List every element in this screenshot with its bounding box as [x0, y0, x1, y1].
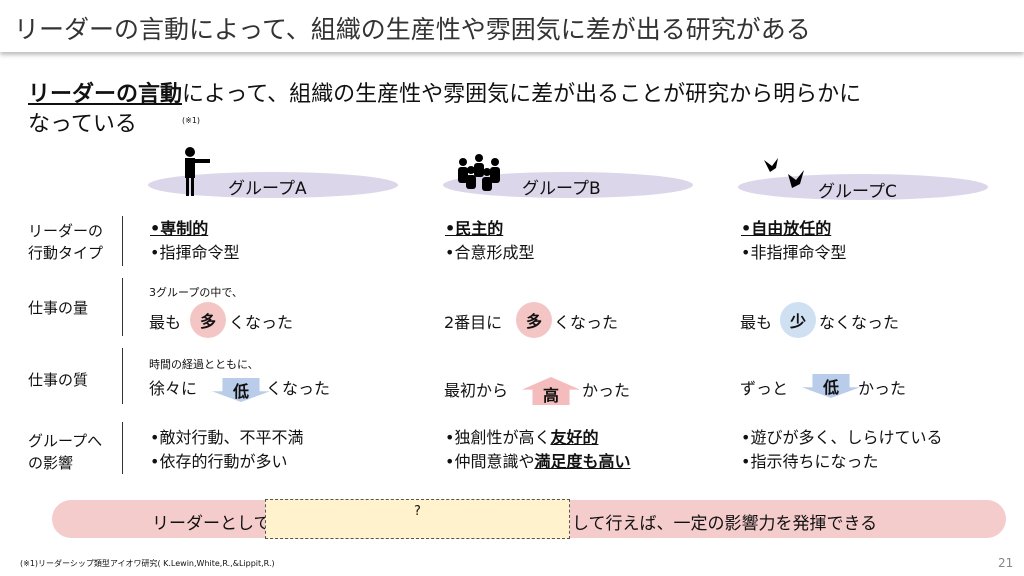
- amount-c-mark: 少: [780, 302, 816, 338]
- row-label-type: リーダーの行動タイプ: [28, 222, 104, 262]
- down-arrow-low: 低: [802, 374, 860, 398]
- quality-note: 時間の経過とともに、: [149, 358, 259, 371]
- quality-b-post: かった: [582, 381, 631, 400]
- row-label-amount: 仕事の量: [28, 299, 89, 317]
- pointing-person-icon: [185, 147, 210, 196]
- quality-a-pre: 徐々に: [149, 379, 198, 398]
- amount-c-pre: 最も: [740, 313, 773, 332]
- conclusion-pre: リーダーとして: [152, 514, 271, 534]
- group-c-label: グループC: [818, 182, 897, 202]
- lead-text: リーダーの言動によって、組織の生産性や雰囲気に差が出ることが研究から明らかになっ…: [28, 80, 861, 140]
- effect-a: •敵対行動、不平不満•依存的行動が多い: [150, 428, 304, 471]
- answer-blank-box[interactable]: ?: [265, 499, 570, 539]
- lead-emphasis: リーダーの言動: [28, 82, 183, 107]
- slide-title: リーダーの言動によって、組織の生産性や雰囲気に差が出る研究がある: [14, 15, 811, 44]
- lead-rest-2: なっている: [28, 112, 137, 137]
- row-label-quality: 仕事の質: [28, 371, 89, 389]
- birds-icon: [764, 158, 804, 188]
- lead-note: (※1): [182, 116, 201, 125]
- lead-rest: によって、組織の生産性や雰囲気に差が出ることが研究から明らかに: [182, 82, 862, 107]
- up-arrow-high: 高: [522, 377, 580, 405]
- quality-c-pre: ずっと: [740, 379, 789, 398]
- divider: [122, 422, 123, 474]
- down-arrow-low: 低: [212, 378, 270, 402]
- quality-c-post: かった: [858, 379, 907, 398]
- effect-b: •独創性が高く友好的•仲間意識や満足度も高い: [445, 428, 631, 471]
- group-a-label: グループA: [228, 179, 307, 199]
- group-b-label: グループB: [522, 179, 601, 199]
- amount-b-post: くなった: [554, 313, 619, 332]
- quality-b-pre: 最初から: [444, 381, 509, 400]
- amount-a-pre: 最も: [149, 313, 182, 332]
- divider: [122, 216, 123, 266]
- type-c: •自由放任的•非指揮命令型: [741, 219, 847, 262]
- blank-placeholder: ?: [414, 504, 421, 519]
- effect-c: •遊びが多く、しらけている•指示待ちになった: [741, 428, 943, 471]
- amount-b-pre: 2番目に: [444, 313, 503, 332]
- amount-b-mark: 多: [516, 302, 552, 338]
- page-number: 21: [998, 556, 1014, 570]
- group-people-icon: [458, 154, 500, 191]
- amount-c-post: なくなった: [819, 313, 900, 332]
- type-b: •民主的•合意形成型: [445, 219, 535, 262]
- footnote: (※1)リーダーシップ類型アイオワ研究( K.Lewin,White,R.,&L…: [20, 559, 275, 568]
- quality-a-post: くなった: [266, 379, 331, 398]
- type-a: •専制的•指揮命令型: [150, 219, 240, 262]
- group-c-ellipse: [738, 174, 988, 200]
- divider: [122, 348, 123, 404]
- conclusion-post: して行えば、一定の影響力を発揮できる: [572, 514, 878, 534]
- divider: [122, 278, 123, 336]
- title-bar: [0, 0, 1024, 52]
- amount-a-mark: 多: [190, 302, 226, 338]
- amount-note: 3グループの中で、: [149, 286, 243, 299]
- amount-a-post: くなった: [229, 313, 294, 332]
- row-label-effect: グループへの影響: [28, 432, 103, 472]
